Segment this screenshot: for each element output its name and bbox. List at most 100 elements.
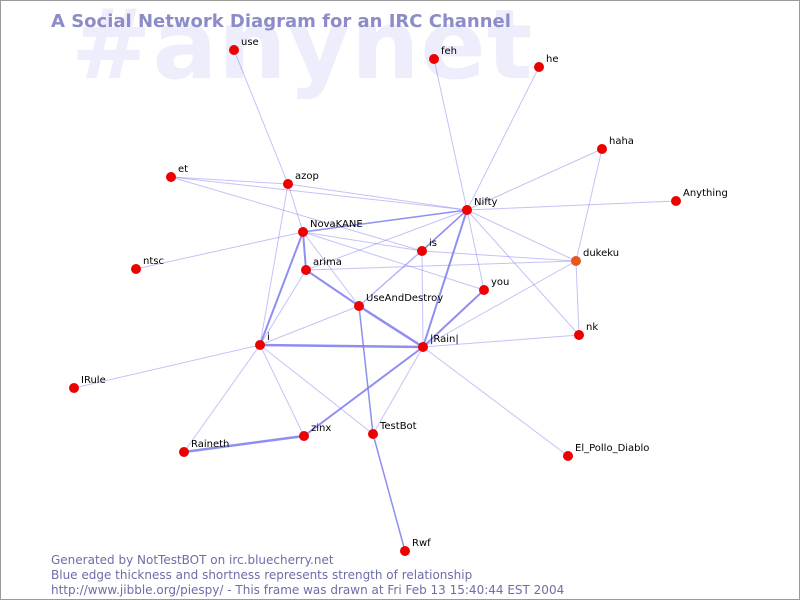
node-label: |Rain| <box>430 334 459 345</box>
node-arima[interactable]: arima <box>301 257 342 275</box>
edge-nifty-you <box>466 209 485 291</box>
edge-i-irule <box>73 344 261 389</box>
edge-azop-novakane <box>287 183 304 233</box>
edge-novakane-is <box>302 231 423 252</box>
node-label: IRule <box>81 375 106 386</box>
node-dot[interactable] <box>69 383 79 393</box>
edge-zinx-raineth <box>182 434 306 454</box>
edge-layer <box>73 49 677 552</box>
edge-testbot-rwf <box>372 433 406 552</box>
edge-useanddestroy-testbot <box>358 305 374 435</box>
node-rain[interactable]: |Rain| <box>418 334 459 352</box>
node-dot[interactable] <box>368 429 378 439</box>
node-el-pollo-diablo[interactable]: El_Pollo_Diablo <box>563 443 649 461</box>
node-dot[interactable] <box>418 342 428 352</box>
edge-azop-i <box>259 183 289 346</box>
node-dot[interactable] <box>479 285 489 295</box>
edge-novakane-ntsc <box>135 231 304 270</box>
node-et[interactable]: et <box>166 164 188 182</box>
node-anything[interactable]: Anything <box>671 188 728 206</box>
node-dot[interactable] <box>255 340 265 350</box>
node-useanddestroy[interactable]: UseAndDestroy <box>354 293 443 311</box>
edge-is-rain <box>421 250 424 348</box>
node-label: et <box>178 164 188 175</box>
edge-i-rain <box>258 343 425 349</box>
node-dukeku[interactable]: dukeku <box>571 248 619 266</box>
node-label: zinx <box>311 423 331 434</box>
edge-arima-dukeku <box>305 260 577 271</box>
node-you[interactable]: you <box>479 277 509 295</box>
footer-legend-line[interactable]: Blue edge thickness and shortness repres… <box>51 568 473 582</box>
node-dot[interactable] <box>597 144 607 154</box>
node-dot[interactable] <box>671 196 681 206</box>
node-dot[interactable] <box>571 256 581 266</box>
node-ntsc[interactable]: ntsc <box>131 256 164 274</box>
node-azop[interactable]: azop <box>283 171 319 189</box>
edge-et-is <box>170 176 423 252</box>
node-nk[interactable]: nk <box>574 322 598 340</box>
node-use[interactable]: use <box>229 37 259 55</box>
node-haha[interactable]: haha <box>597 136 634 154</box>
node-dot[interactable] <box>229 45 239 55</box>
node-raineth[interactable]: Raineth <box>179 439 229 457</box>
footer-url-line[interactable]: http://www.jibble.org/piespy/ - This fra… <box>51 583 565 597</box>
node-dot[interactable] <box>462 205 472 215</box>
node-irule[interactable]: IRule <box>69 375 106 393</box>
edge-nifty-is <box>421 209 468 252</box>
edge-i-raineth <box>183 344 261 453</box>
edge-haha-nifty <box>466 148 603 211</box>
node-dot[interactable] <box>166 172 176 182</box>
node-nifty[interactable]: Nifty <box>462 197 498 215</box>
node-dot[interactable] <box>283 179 293 189</box>
node-dot[interactable] <box>534 62 544 72</box>
edge-useanddestroy-rain <box>357 304 425 349</box>
edge-et-azop <box>170 176 289 185</box>
node-dot[interactable] <box>298 227 308 237</box>
node-testbot[interactable]: TestBot <box>368 421 417 439</box>
edge-haha-dukeku <box>575 148 603 262</box>
node-dot[interactable] <box>299 431 309 441</box>
node-label: haha <box>609 136 634 147</box>
node-label: Rwf <box>412 538 431 549</box>
node-label: NovaKANE <box>310 219 363 230</box>
node-dot[interactable] <box>301 265 311 275</box>
edge-et-nifty <box>170 176 468 211</box>
edge-arima-useanddestroy <box>305 269 360 307</box>
footer: Generated by NotTestBOT on irc.bluecherr… <box>51 553 564 598</box>
edge-he-nifty <box>466 66 540 211</box>
node-dot[interactable] <box>417 246 427 256</box>
node-label: i <box>267 332 270 343</box>
edge-novakane-i <box>259 231 304 346</box>
node-feh[interactable]: feh <box>429 46 457 64</box>
node-label: El_Pollo_Diablo <box>575 443 649 454</box>
edge-arima-i <box>259 269 307 346</box>
node-label: TestBot <box>379 421 417 432</box>
node-dot[interactable] <box>429 54 439 64</box>
node-dot[interactable] <box>574 330 584 340</box>
node-dot[interactable] <box>354 301 364 311</box>
edge-nifty-dukeku <box>466 209 577 262</box>
node-zinx[interactable]: zinx <box>299 423 331 441</box>
node-dot[interactable] <box>400 546 410 556</box>
node-rwf[interactable]: Rwf <box>400 538 431 556</box>
edge-anything-nifty <box>466 200 677 211</box>
node-novakane[interactable]: NovaKANE <box>298 219 363 237</box>
diagram-title: A Social Network Diagram for an IRC Chan… <box>51 11 511 32</box>
edge-azop-nifty <box>287 183 468 211</box>
node-dot[interactable] <box>131 264 141 274</box>
node-dot[interactable] <box>179 447 189 457</box>
node-label: Nifty <box>474 197 498 208</box>
edge-dukeku-rain <box>422 260 577 348</box>
node-i[interactable]: i <box>255 332 270 350</box>
node-is[interactable]: is <box>417 238 437 256</box>
node-dot[interactable] <box>563 451 573 461</box>
edge-novakane-nifty <box>302 209 468 233</box>
node-he[interactable]: he <box>534 54 559 72</box>
edge-nifty-rain <box>422 209 468 348</box>
edge-useanddestroy-i <box>259 305 360 346</box>
node-label: Anything <box>683 188 728 199</box>
node-label: you <box>491 277 509 288</box>
edge-feh-nifty <box>433 58 468 211</box>
